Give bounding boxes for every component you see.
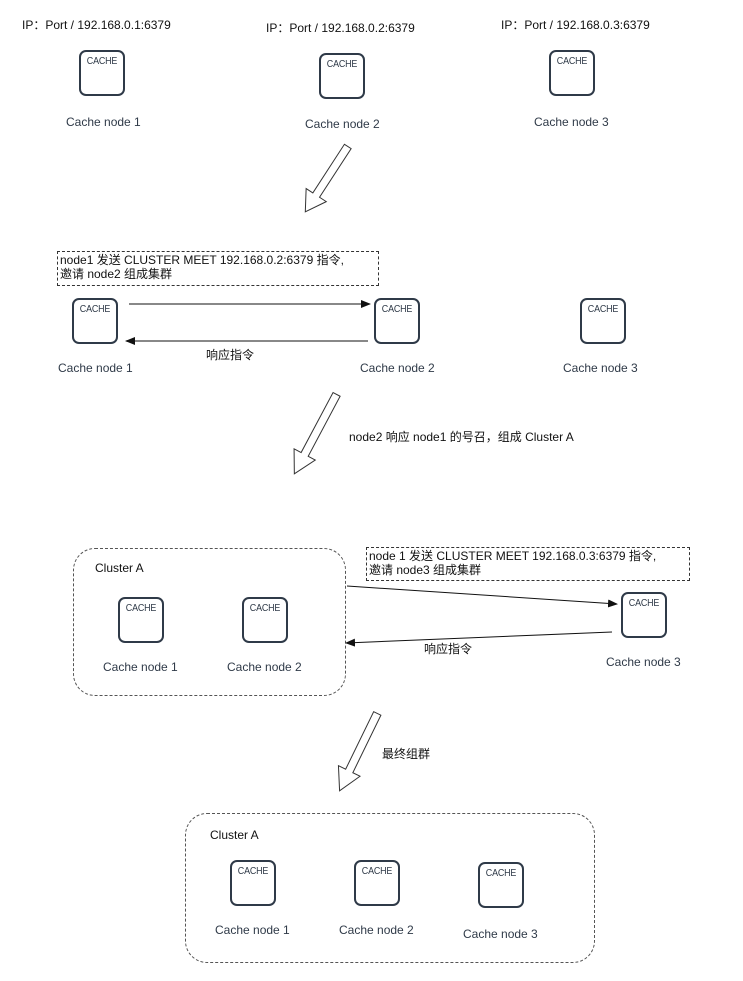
note-line-1: node1 发送 CLUSTER MEET 192.168.0.2:6379 指… (60, 253, 344, 267)
ip-label-node-2: IP：Port / 192.168.0.2:6379 (266, 21, 415, 35)
cache-icon-label: CACHE (361, 865, 393, 877)
note-line-1: node 1 发送 CLUSTER MEET 192.168.0.3:6379 … (369, 549, 657, 563)
cache-node-1-icon: CACHE (72, 298, 118, 344)
cache-node-3-icon: CACHE (549, 50, 595, 96)
transition-label-final: 最终组群 (382, 747, 431, 761)
cache-icon-label: CACHE (326, 58, 358, 70)
transition-label-cluster-a: node2 响应 node1 的号召，组成 Cluster A (349, 430, 574, 444)
ip-label-node-3: IP：Port / 192.168.0.3:6379 (501, 18, 650, 32)
response-label-2: 响应指令 (424, 642, 473, 656)
cache-node-3-icon: CACHE (580, 298, 626, 344)
cache-node-1-icon: CACHE (118, 597, 164, 643)
cache-node-1-icon: CACHE (230, 860, 276, 906)
cache-node-3-icon: CACHE (478, 862, 524, 908)
cache-node-2-icon: CACHE (242, 597, 288, 643)
cache-icon-label: CACHE (237, 865, 269, 877)
cache-icon-label: CACHE (485, 867, 517, 879)
cache-icon-label: CACHE (79, 303, 111, 315)
cache-icon-label: CACHE (86, 55, 118, 67)
cache-node-2-caption: Cache node 2 (227, 660, 302, 674)
note-line-2: 邀请 node3 组成集群 (369, 563, 482, 577)
transition-arrow-2 (293, 391, 341, 475)
cache-icon-label: CACHE (556, 55, 588, 67)
cluster-a-final-boundary (185, 813, 595, 963)
cache-icon-label: CACHE (628, 597, 660, 609)
meet-request-arrow-2 (346, 585, 618, 608)
cache-node-3-caption: Cache node 3 (563, 361, 638, 375)
cache-icon-label: CACHE (125, 602, 157, 614)
cache-node-3-caption: Cache node 3 (463, 927, 538, 941)
cache-node-3-caption: Cache node 3 (606, 655, 681, 669)
cache-node-2-caption: Cache node 2 (305, 117, 380, 131)
cache-node-1-caption: Cache node 1 (103, 660, 178, 674)
note-line-2: 邀请 node2 组成集群 (60, 267, 173, 281)
cache-node-2-caption: Cache node 2 (339, 923, 414, 937)
transition-arrow-3 (337, 711, 382, 792)
cluster-a-title: Cluster A (95, 561, 144, 575)
cache-icon-label: CACHE (381, 303, 413, 315)
cluster-a-boundary (73, 548, 346, 696)
cache-node-1-icon: CACHE (79, 50, 125, 96)
transition-arrow-1 (304, 143, 352, 213)
cluster-meet-note-2: node 1 发送 CLUSTER MEET 192.168.0.3:6379 … (366, 547, 690, 581)
cache-node-3-caption: Cache node 3 (534, 115, 609, 129)
cache-node-2-icon: CACHE (374, 298, 420, 344)
meet-response-arrow-2 (345, 631, 613, 647)
cluster-a-final-title: Cluster A (210, 828, 259, 842)
cache-icon-label: CACHE (587, 303, 619, 315)
response-label-1: 响应指令 (206, 348, 255, 362)
cluster-meet-note-1: node1 发送 CLUSTER MEET 192.168.0.2:6379 指… (57, 251, 379, 286)
cache-node-2-icon: CACHE (354, 860, 400, 906)
cache-node-3-icon: CACHE (621, 592, 667, 638)
ip-label-node-1: IP：Port / 192.168.0.1:6379 (22, 18, 171, 32)
cache-node-1-caption: Cache node 1 (58, 361, 133, 375)
cache-node-2-caption: Cache node 2 (360, 361, 435, 375)
cache-icon-label: CACHE (249, 602, 281, 614)
cache-node-1-caption: Cache node 1 (66, 115, 141, 129)
cache-node-2-icon: CACHE (319, 53, 365, 99)
cache-node-1-caption: Cache node 1 (215, 923, 290, 937)
